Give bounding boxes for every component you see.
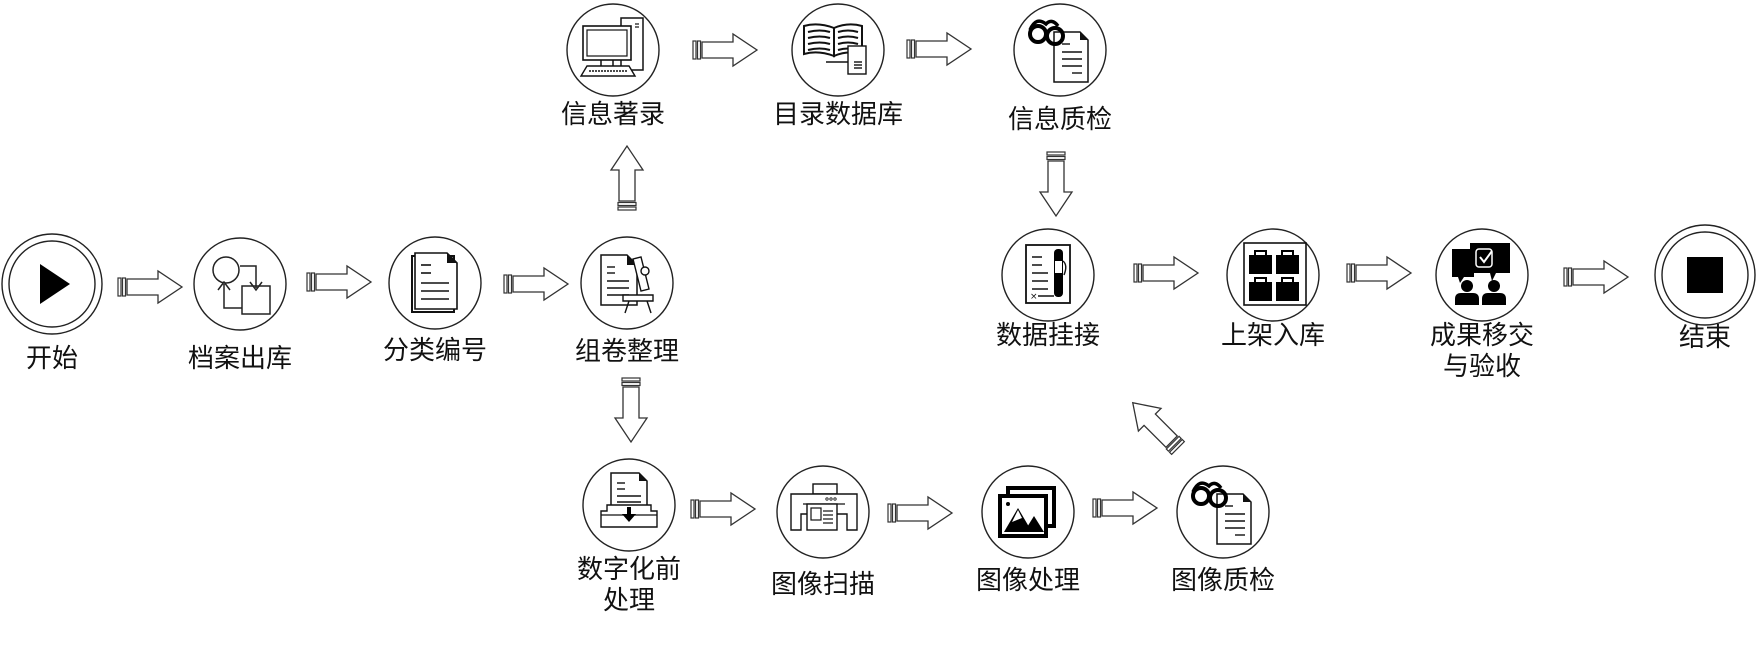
scanner-icon — [790, 483, 858, 531]
arrow-catalog-to-catalog_db — [692, 33, 758, 67]
node-image-qc — [1176, 465, 1270, 559]
storage-boxes-icon — [1243, 242, 1307, 306]
node-info-qc — [1013, 3, 1107, 97]
arrow-image_qc-to-data_link — [1120, 390, 1190, 460]
node-label-image-proc: 图像处理 — [975, 566, 1081, 596]
arrow-classify-to-assemble — [503, 267, 569, 301]
node-image-proc — [981, 465, 1075, 559]
image-gallery-icon — [998, 486, 1056, 538]
arrow-pre_digital-to-scan — [690, 492, 756, 526]
node-label-data-link: 数据挂接 — [995, 321, 1101, 351]
book-database-icon — [803, 23, 867, 75]
node-label-catalog: 信息著录 — [560, 100, 666, 130]
transfer-cycle-icon — [212, 256, 271, 315]
node-label-line: 数字化前 — [576, 555, 682, 585]
node-label-classify: 分类编号 — [382, 336, 488, 366]
node-classify — [388, 236, 482, 330]
node-catalog — [566, 3, 660, 97]
node-label-shelve: 上架入库 — [1220, 321, 1326, 351]
arrow-shelve-to-handover — [1346, 256, 1412, 290]
arrow-data_link-to-shelve — [1133, 256, 1199, 290]
arrow-scan-to-image_proc — [887, 496, 953, 530]
node-shelve — [1226, 228, 1320, 322]
arrow-archive_out-to-classify — [306, 265, 372, 299]
node-label-assemble: 组卷整理 — [574, 337, 680, 367]
stop-icon — [1687, 257, 1723, 293]
document-microscope-icon — [600, 254, 654, 314]
arrow-assemble-to-catalog — [610, 145, 644, 211]
node-label-info-qc: 信息质检 — [1007, 105, 1113, 135]
svg-text:×: × — [1030, 292, 1038, 302]
glasses-document-icon — [1191, 481, 1252, 545]
arrow-info_qc-to-data_link — [1039, 151, 1073, 217]
node-label-handover: 成果移交与验收 — [1430, 321, 1534, 383]
node-label-line: 处理 — [602, 586, 656, 616]
document-stack-icon — [411, 252, 458, 313]
node-data-link: × — [1001, 228, 1095, 322]
node-label-archive-out: 档案出库 — [187, 344, 293, 374]
node-catalog-db — [791, 3, 885, 97]
node-pre-digital — [582, 458, 676, 552]
arrow-handover-to-end — [1563, 260, 1629, 294]
computer-icon — [579, 17, 644, 77]
document-tray-icon — [600, 472, 658, 528]
node-end — [1654, 224, 1756, 326]
node-label-scan: 图像扫描 — [770, 570, 876, 600]
play-icon — [40, 264, 70, 304]
node-circle — [193, 237, 287, 331]
node-label-pre-digital: 数字化前处理 — [577, 555, 681, 617]
document-pen-icon: × — [1025, 244, 1071, 304]
node-assemble — [580, 236, 674, 330]
node-archive-out — [193, 237, 287, 331]
glasses-document-icon — [1028, 19, 1089, 83]
node-label-line: 与验收 — [1442, 352, 1522, 382]
arrow-image_proc-to-image_qc — [1092, 491, 1158, 525]
arrow-catalog_db-to-info_qc — [906, 32, 972, 66]
arrow-start-to-archive_out — [117, 270, 183, 304]
node-handover — [1435, 228, 1529, 322]
node-label-catalog-db: 目录数据库 — [772, 100, 904, 130]
node-circle — [1435, 228, 1529, 322]
node-label-start: 开始 — [25, 344, 79, 374]
node-label-end: 结束 — [1678, 323, 1732, 353]
node-label-line: 成果移交 — [1429, 321, 1535, 351]
node-scan — [776, 465, 870, 559]
node-label-image-qc: 图像质检 — [1170, 566, 1276, 596]
node-start — [1, 233, 103, 335]
arrow-assemble-to-pre_digital — [614, 377, 648, 443]
meeting-approval-icon — [1452, 243, 1510, 305]
nodes-layer: × — [1, 3, 1756, 559]
